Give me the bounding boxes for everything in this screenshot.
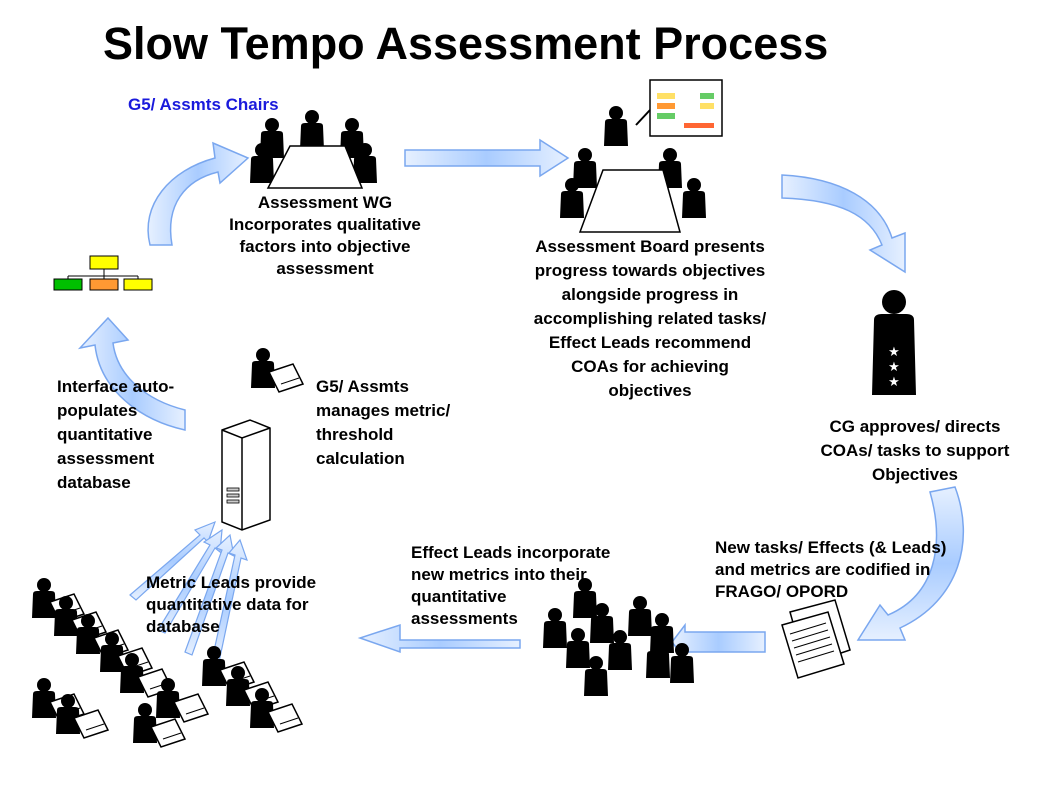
new-tasks-text: New tasks/ Effects (& Leads) and metrics… xyxy=(715,537,946,603)
text-line: populates xyxy=(57,401,138,420)
arrow-wg-to-board xyxy=(404,138,570,178)
g5-manages-text: G5/ Assmts manages metric/ threshold cal… xyxy=(316,375,450,471)
arrow-effectleads-to-metricleads xyxy=(357,623,521,654)
text-line: Effect Leads recommend xyxy=(548,333,752,352)
laptop-user-icon xyxy=(251,348,303,392)
text-line: assessment xyxy=(57,449,155,468)
text-line: assessments xyxy=(411,609,518,628)
arrow-cg-to-document xyxy=(856,486,965,641)
text-line: new metrics into their xyxy=(411,565,587,584)
frago-document-icon xyxy=(781,599,851,679)
text-line: calculation xyxy=(316,449,405,468)
cg-text: CG approves/ directs COAs/ tasks to supp… xyxy=(800,415,1030,487)
text-line: quantitative xyxy=(57,425,153,444)
text-line: alongside progress in xyxy=(561,285,739,304)
text-line: Metric Leads provide xyxy=(146,573,317,592)
text-line: database xyxy=(146,617,220,636)
presenter-icon xyxy=(560,79,723,233)
svg-text:★: ★ xyxy=(888,375,900,390)
text-line: Assessment WG xyxy=(257,193,393,212)
svg-text:★: ★ xyxy=(888,345,900,360)
text-line: and metrics are codified in xyxy=(715,560,931,579)
text-line: Incorporates qualitative xyxy=(229,215,421,234)
text-line: quantitative xyxy=(411,587,507,606)
assessment-wg-text: Assessment WG Incorporates qualitative f… xyxy=(205,192,445,280)
assessment-board-text: Assessment Board presents progress towar… xyxy=(505,235,795,403)
text-line: manages metric/ xyxy=(316,401,451,420)
arrow-board-to-cg xyxy=(781,174,906,274)
text-line: COAs for achieving xyxy=(571,357,729,376)
meeting-table-icon xyxy=(250,110,377,189)
general-icon: ★ ★ ★ xyxy=(872,290,916,395)
svg-text:★: ★ xyxy=(888,360,900,375)
text-line: assessment xyxy=(276,259,374,278)
arrows-laptops-to-server xyxy=(129,520,248,663)
arrow-interface-to-orgchart xyxy=(77,316,186,431)
text-line: G5/ Assmts xyxy=(316,377,409,396)
text-line: factors into objective xyxy=(239,237,411,256)
text-line: threshold xyxy=(316,425,394,444)
page-title: Slow Tempo Assessment Process xyxy=(103,18,829,69)
text-line: FRAGO/ OPORD xyxy=(715,582,849,601)
text-line: COAs/ tasks to support xyxy=(820,441,1010,460)
text-line: New tasks/ Effects (& Leads) xyxy=(715,538,947,557)
interface-text: Interface auto- populates quantitative a… xyxy=(57,375,174,495)
server-icon xyxy=(221,419,271,531)
text-line: database xyxy=(57,473,131,492)
text-line: Effect Leads incorporate xyxy=(411,543,611,562)
effect-leads-text: Effect Leads incorporate new metrics int… xyxy=(411,542,610,630)
text-line: objectives xyxy=(608,381,692,400)
chairs-label: G5/ Assmts Chairs xyxy=(128,95,279,114)
text-line: Assessment Board presents xyxy=(535,237,765,256)
text-line: progress towards objectives xyxy=(534,261,766,280)
org-chart-icon xyxy=(53,255,153,291)
text-line: accomplishing related tasks/ xyxy=(533,309,767,328)
text-line: CG approves/ directs xyxy=(829,417,1001,436)
text-line: Interface auto- xyxy=(57,377,175,396)
text-line: Objectives xyxy=(872,465,958,484)
text-line: quantitative data for xyxy=(146,595,309,614)
arrow-orgchart-to-wg xyxy=(147,141,250,246)
metric-leads-text: Metric Leads provide quantitative data f… xyxy=(146,572,316,638)
